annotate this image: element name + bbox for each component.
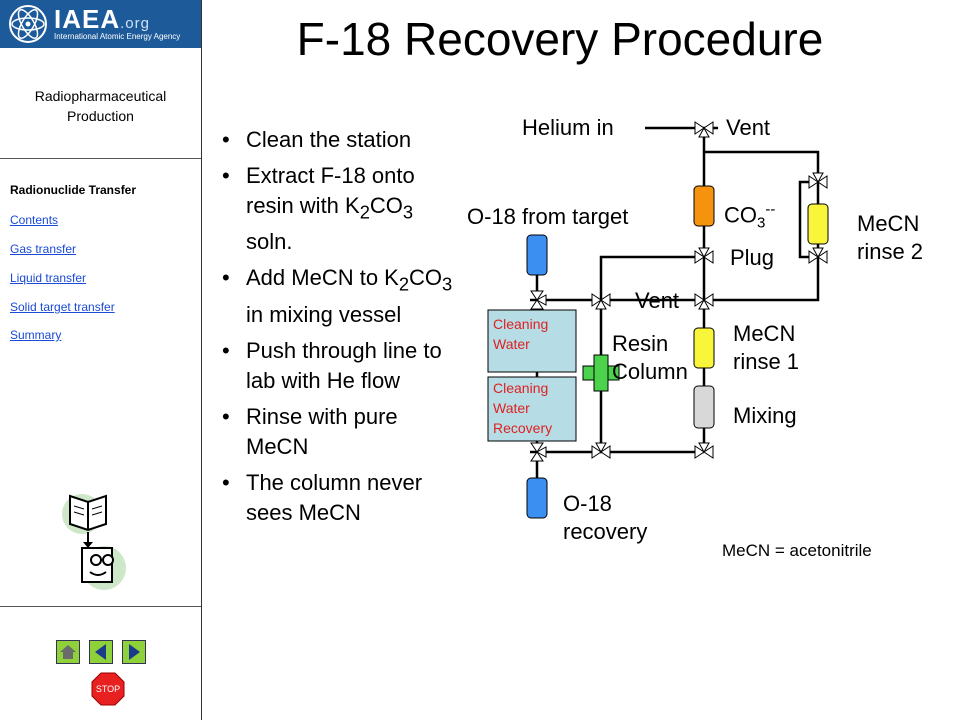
nav-link-liquid-transfer[interactable]: Liquid transfer	[10, 271, 87, 285]
label-co3: CO3--	[724, 201, 776, 232]
label-plug: Plug	[730, 245, 775, 270]
bullet-dot: •	[222, 127, 230, 152]
previous-button[interactable]	[89, 640, 113, 664]
valve-resin-bottom	[591, 442, 611, 459]
mecn-rinse1-vial	[693, 327, 715, 369]
arrow-right-icon	[129, 644, 140, 660]
bullet-item: •The column never sees MeCN	[222, 469, 423, 525]
bullet-dot: •	[222, 163, 230, 188]
nav-link-gas-transfer[interactable]: Gas transfer	[10, 242, 77, 256]
label-mixing: Mixing	[733, 403, 797, 428]
o18-recovery-vial	[526, 477, 548, 519]
bullet-item: •Clean the station	[222, 125, 462, 155]
valve-plug	[694, 247, 714, 264]
arrow-left-icon	[95, 644, 106, 660]
o18-from-target-vial	[526, 234, 548, 276]
label-o18-from-target: O-18 from target	[467, 204, 629, 229]
logo-subtitle: International Atomic Energy Agency	[54, 32, 181, 41]
nav-link-solid-target-transfer[interactable]: Solid target transfer	[10, 300, 115, 314]
valve-resin-top	[591, 293, 611, 310]
nav-link-contents[interactable]: Contents	[10, 213, 59, 227]
sidebar: IAEA.org International Atomic Energy Age…	[0, 0, 202, 720]
atom-globe-icon	[9, 5, 47, 43]
iaea-logo: IAEA.org International Atomic Energy Age…	[0, 0, 201, 48]
divider	[0, 606, 201, 607]
valve-mixing-bottom	[694, 442, 714, 459]
footnote-mecn: MeCN = acetonitrile	[722, 541, 872, 560]
stop-label: STOP	[96, 684, 120, 694]
bullet-dot: •	[222, 337, 230, 363]
valve-rinse2-bottom	[808, 247, 828, 264]
procedure-list: •Clean the station •Extract F-18 onto re…	[222, 125, 462, 534]
page-title: F-18 Recovery Procedure	[296, 13, 824, 65]
valve-left-bottom	[530, 442, 547, 462]
label-helium-in: Helium in	[522, 115, 614, 140]
label-vent-mid: Vent	[635, 288, 680, 313]
bullet-dot: •	[222, 469, 230, 495]
valve-helium-vent	[694, 121, 714, 138]
section-title: Radiopharmaceutical Production	[34, 88, 167, 124]
book-to-person-clipart-icon	[62, 494, 126, 590]
bullet-item: •Add MeCN to K2CO3 in mixing vessel	[222, 265, 453, 327]
bullet-item: •Push through line to lab with He flow	[222, 337, 442, 393]
co3-vial	[693, 185, 715, 227]
logo-name: IAEA.org	[54, 4, 150, 34]
nav-heading: Radionuclide Transfer	[10, 183, 137, 197]
valve-left-top	[530, 290, 547, 310]
mecn-rinse2-vial	[807, 203, 829, 245]
valve-vent-mid	[694, 293, 714, 310]
divider	[0, 158, 201, 159]
next-button[interactable]	[122, 640, 146, 664]
bullet-dot: •	[222, 403, 230, 429]
home-icon	[60, 645, 76, 659]
mixing-vessel	[693, 385, 715, 429]
home-button[interactable]	[56, 640, 80, 664]
bullet-item: •Extract F-18 onto resin with K2CO3 soln…	[222, 163, 415, 255]
stop-button[interactable]: STOP	[91, 672, 125, 706]
bullet-item: •Rinse with pure MeCN	[222, 403, 398, 459]
bullet-dot: •	[222, 265, 230, 291]
nav-link-summary[interactable]: Summary	[10, 328, 62, 342]
label-vent-top: Vent	[726, 115, 771, 140]
valve-rinse2-top	[808, 172, 828, 189]
